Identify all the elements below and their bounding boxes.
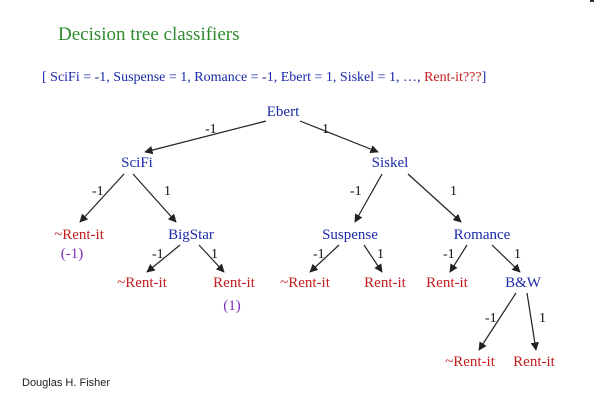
slide-title: Decision tree classifiers xyxy=(58,24,240,45)
edge-romance-to-leaf_romance_neg xyxy=(449,244,468,273)
attribute-node-bigstar: BigStar xyxy=(168,227,214,243)
edge-bw-to-leaf_bw_neg xyxy=(478,292,517,351)
edge-label-ebert-to-scifi: -1 xyxy=(205,122,217,137)
edge-label-romance-to-bw: 1 xyxy=(514,247,521,262)
edge-label-scifi-to-bigstar: 1 xyxy=(164,184,171,199)
edge-label-suspense-to-leaf_suspense_pos: 1 xyxy=(377,247,384,262)
attribute-node-suspense: Suspense xyxy=(322,227,378,243)
edge-scifi-to-leaf_scifi_neg xyxy=(79,173,125,223)
tree-edge-labels: -1 1 -1 1 -1 1 -1 1 -1 1 -1 1 -1 1 xyxy=(92,122,546,326)
leaf-value-leaf-bigstar-pos: (1) xyxy=(223,298,241,314)
edge-romance-to-bw xyxy=(491,244,521,273)
attribute-node-ebert: Ebert xyxy=(267,104,300,120)
edge-siskel-to-suspense xyxy=(354,173,383,223)
edge-label-ebert-to-siskel: 1 xyxy=(322,122,329,137)
attribute-node-scifi: SciFi xyxy=(121,155,153,171)
edge-suspense-to-leaf_suspense_neg xyxy=(309,244,340,273)
edge-label-siskel-to-suspense: -1 xyxy=(350,184,362,199)
query-attributes: [ SciFi = -1, Suspense = 1, Romance = -1… xyxy=(42,70,425,85)
edge-bw-to-leaf_bw_pos xyxy=(526,292,539,351)
edge-label-bw-to-leaf_bw_pos: 1 xyxy=(539,311,546,326)
leaf-value-leaf-scifi-neg: (-1) xyxy=(61,246,84,262)
edge-label-romance-to-leaf_romance_neg: -1 xyxy=(443,247,455,262)
tree-edges xyxy=(79,120,539,351)
edge-label-scifi-to-leaf_scifi_neg: -1 xyxy=(92,184,104,199)
edge-siskel-to-romance xyxy=(407,173,462,223)
attribute-node-siskel: Siskel xyxy=(372,155,409,171)
edge-bigstar-to-leaf_bigstar_neg xyxy=(146,244,181,273)
leaf-node-leaf-bigstar-pos: Rent-it xyxy=(213,275,255,291)
leaf-node-leaf-bw-neg: ~Rent-it xyxy=(445,354,496,370)
leaf-node-leaf-suspense-pos: Rent-it xyxy=(364,275,406,291)
edge-suspense-to-leaf_suspense_pos xyxy=(363,244,383,273)
leaf-node-leaf-romance-neg: Rent-it xyxy=(426,275,468,291)
query-example: [ SciFi = -1, Suspense = 1, Romance = -1… xyxy=(42,70,486,86)
leaf-node-leaf-bw-pos: Rent-it xyxy=(513,354,555,370)
edge-label-bigstar-to-leaf_bigstar_neg: -1 xyxy=(152,247,164,262)
leaf-node-leaf-suspense-neg: ~Rent-it xyxy=(280,275,331,291)
leaf-node-leaf-scifi-neg: ~Rent-it xyxy=(54,227,105,243)
edge-label-siskel-to-romance: 1 xyxy=(450,184,457,199)
attribute-node-bw: B&W xyxy=(505,275,542,291)
edge-ebert-to-siskel xyxy=(299,120,379,154)
edge-scifi-to-bigstar xyxy=(132,173,177,223)
author-credit: Douglas H. Fisher xyxy=(22,377,111,389)
edge-label-suspense-to-leaf_suspense_neg: -1 xyxy=(313,247,325,262)
query-target: Rent-it??? xyxy=(424,70,482,85)
query-close-bracket: ] xyxy=(481,70,487,85)
leaf-node-leaf-bigstar-neg: ~Rent-it xyxy=(117,275,168,291)
attribute-node-romance: Romance xyxy=(454,227,511,243)
edge-label-bigstar-to-leaf_bigstar_pos: 1 xyxy=(211,247,218,262)
edge-label-bw-to-leaf_bw_neg: -1 xyxy=(485,311,497,326)
edge-bigstar-to-leaf_bigstar_pos xyxy=(198,244,225,273)
corner-mark xyxy=(590,0,594,2)
edge-ebert-to-scifi xyxy=(144,120,267,155)
